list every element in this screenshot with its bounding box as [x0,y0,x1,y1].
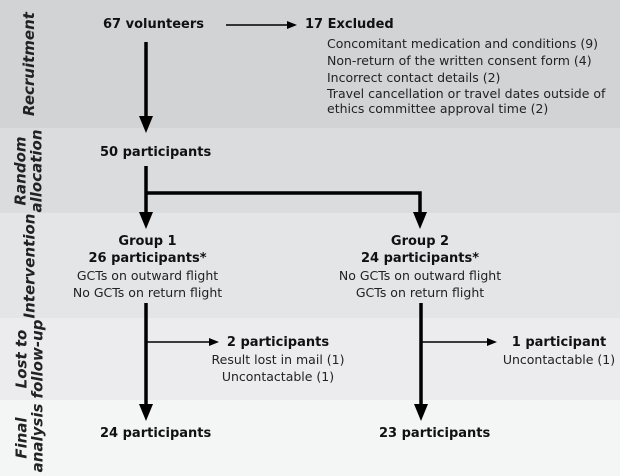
arrowhead [487,338,497,346]
excluded-reasons: Concomitant medication and conditions (9… [327,35,605,115]
arrowhead [413,212,427,229]
band-intervention [0,213,620,318]
arrowhead [139,404,153,421]
band-final-analysis [0,400,620,476]
group1-lost-title: 2 participants [226,335,330,350]
group2-line: GCTs on return flight [355,285,485,300]
arrowhead [209,338,219,346]
group1-participants: 26 participants* [88,251,207,266]
group1-box: Group 1 26 participants* GCTs on outward… [70,233,225,301]
band-lost-to-follow-up [0,318,620,400]
group1-line: No GCTs on return flight [72,285,223,300]
excluded-reason: Non-return of the written consent form (… [327,53,592,68]
excluded-title: 17 Excluded [305,17,394,32]
group2-lost: 1 participant Uncontactable (1) [500,334,618,368]
excluded-reason: ethics committee approval time (2) [327,101,549,116]
allocation-count: 50 participants [100,145,212,160]
group1-lost-reason: Result lost in mail (1) [211,352,345,367]
volunteers-count: 67 volunteers [103,17,204,32]
group1-lost: 2 participants Result lost in mail (1) U… [208,334,348,385]
group1-final: 24 participants [100,426,212,441]
excluded-reason: Travel cancellation or travel dates outs… [327,86,606,101]
arrowhead [287,21,297,29]
group1-line: GCTs on outward flight [76,268,219,283]
group2-final: 23 participants [379,426,491,441]
band-random-allocation [0,128,620,213]
excluded-reason: Concomitant medication and conditions (9… [327,36,599,51]
group2-participants: 24 participants* [360,251,480,266]
arrow-allocation-to-group2 [146,191,422,220]
group2-lost-reason: Uncontactable (1) [502,352,616,367]
arrowhead [139,116,153,133]
group1-name: Group 1 [118,234,177,249]
arrowhead [414,404,428,421]
group2-box: Group 2 24 participants* No GCTs on outw… [335,233,505,301]
group1-lost-reason: Uncontactable (1) [221,369,335,384]
group2-line: No GCTs on outward flight [338,268,502,283]
group2-lost-title: 1 participant [511,335,607,350]
band-recruitment [0,0,620,128]
group2-name: Group 2 [390,234,450,249]
arrowhead [139,212,153,229]
excluded-reason: Incorrect contact details (2) [327,70,501,85]
